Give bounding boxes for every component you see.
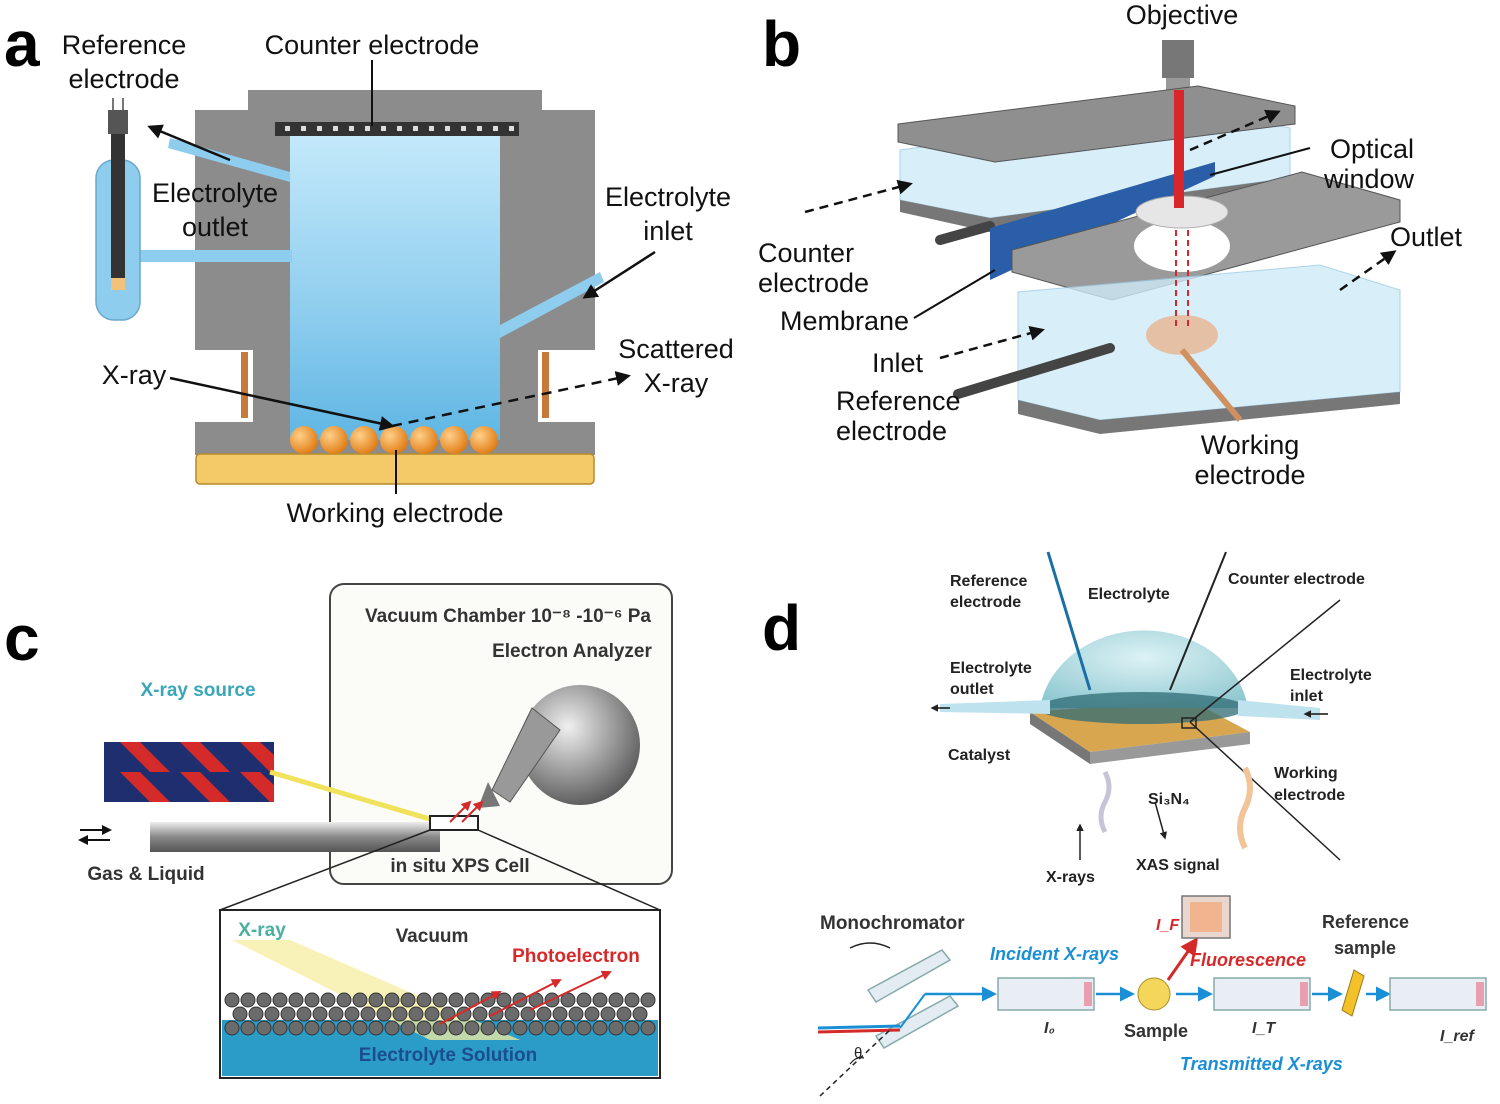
label-d-electrolyte-outlet-1: Electrolyte [950,660,1032,677]
label-d-electrolyte-inlet-2: inlet [1290,688,1324,705]
label-d-counter-electrode: Counter electrode [1228,571,1365,588]
panel-a-diagram: a Reference electrode Counter electrode [4,8,734,528]
label-inset-xray: X-ray [238,920,286,941]
label-optical-window-2: window [1323,164,1415,194]
label-iref: I_ref [1440,1028,1475,1045]
label-photoelectron: Photoelectron [512,946,640,967]
label-d-electrolyte-inlet-1: Electrolyte [1290,667,1372,684]
panel-d-diagram: d Reference electrode Electrolyte Counte… [762,551,1487,1097]
label-d-electrolyte: Electrolyte [1088,586,1170,603]
label-reference-electrode-1: Reference [836,386,961,416]
label-d-si3n4: Si₃N₄ [1148,791,1190,808]
label-d-reference-electrode-1: Reference [950,573,1027,590]
xps-cell-tube [150,822,440,852]
label-d-electrolyte-outlet-2: outlet [950,681,994,698]
label-reference-electrode-2: electrode [836,416,947,446]
label-counter-electrode-2: electrode [758,268,869,298]
it-detector [1213,977,1311,1011]
label-i0: I₀ [1044,1020,1055,1037]
label-if: I_F [1156,917,1180,934]
label-membrane: Membrane [780,306,909,336]
catalyst-particles [290,426,498,454]
label-xray-source: X-ray source [140,680,255,701]
label-scattered-xray-2: X-ray [644,368,709,398]
label-optical-window-1: Optical [1330,134,1414,164]
inlet-channel [500,272,604,338]
laser-beam [1174,90,1184,208]
top-plate [897,85,1296,163]
label-theta: θ [854,1045,862,1062]
xray-source [104,742,274,802]
vacuum-chamber-box [329,583,673,885]
panel-c-letter: c [4,602,40,674]
label-vacuum: Vacuum [396,926,469,947]
panel-c-diagram: c Vacuum Chamber 10⁻⁸ -10⁻⁶ Pa Electron … [4,583,673,1079]
label-reference-sample-2: sample [1334,938,1396,958]
label-outlet: Outlet [1390,222,1463,252]
label-it: I_T [1252,1020,1276,1037]
label-counter-electrode: Counter electrode [265,30,480,60]
window-hole [1134,220,1230,272]
electron-analyzer [520,685,640,805]
monochromator-crystals [866,949,960,1049]
label-xps-cell: in situ XPS Cell [390,856,529,877]
label-vacuum-chamber: Vacuum Chamber 10⁻⁸ -10⁻⁶ Pa [365,606,651,627]
panel-b-diagram: b Objective Optical window Outlet Counte… [758,0,1463,490]
label-sample: Sample [1124,1021,1188,1041]
label-reference-sample-1: Reference [1322,912,1409,932]
iref-detector [1389,977,1487,1011]
label-electron-analyzer: Electron Analyzer [492,641,652,662]
label-d-xrays: X-rays [1046,869,1095,886]
label-electrolyte-inlet-1: Electrolyte [605,182,731,212]
label-d-reference-electrode-2: electrode [950,594,1021,611]
label-electrolyte-inlet-2: inlet [643,216,693,246]
label-working-electrode-1: Working [1201,430,1300,460]
label-electrolyte-outlet-2: outlet [182,212,249,242]
label-monochromator: Monochromator [820,913,965,934]
label-counter-electrode-1: Counter [758,238,854,268]
panel-b-letter: b [762,8,801,80]
electrolyte-chamber [290,122,500,440]
surface-atoms [224,992,656,1036]
label-objective: Objective [1126,0,1239,30]
panel-a-letter: a [4,8,40,80]
i0-detector [997,977,1095,1011]
label-working-electrode: Working electrode [286,498,503,528]
label-incident: Incident X-rays [990,944,1119,964]
objective-lens [1162,40,1194,78]
label-d-catalyst: Catalyst [948,747,1011,764]
label-reference-electrode-1: Reference [62,30,187,60]
label-electrolyte-solution: Electrolyte Solution [359,1045,537,1066]
sample [1137,977,1171,1011]
electrolyte-dome [1040,630,1248,708]
reference-sample [1341,969,1365,1017]
label-reference-electrode-2: electrode [68,64,179,94]
label-scattered-xray-1: Scattered [618,334,734,364]
label-d-working-electrode-1: Working [1274,765,1338,782]
label-transmitted: Transmitted X-rays [1180,1054,1343,1074]
label-working-electrode-2: electrode [1194,460,1305,490]
label-d-xas-signal: XAS signal [1136,857,1220,874]
label-d-working-electrode-2: electrode [1274,787,1345,804]
label-electrolyte-outlet-1: Electrolyte [152,178,278,208]
label-inlet: Inlet [872,348,924,378]
panel-d-letter: d [762,592,801,664]
label-gas-liquid: Gas & Liquid [87,864,204,885]
label-xray: X-ray [102,360,167,390]
label-fluorescence: Fluorescence [1190,950,1306,970]
